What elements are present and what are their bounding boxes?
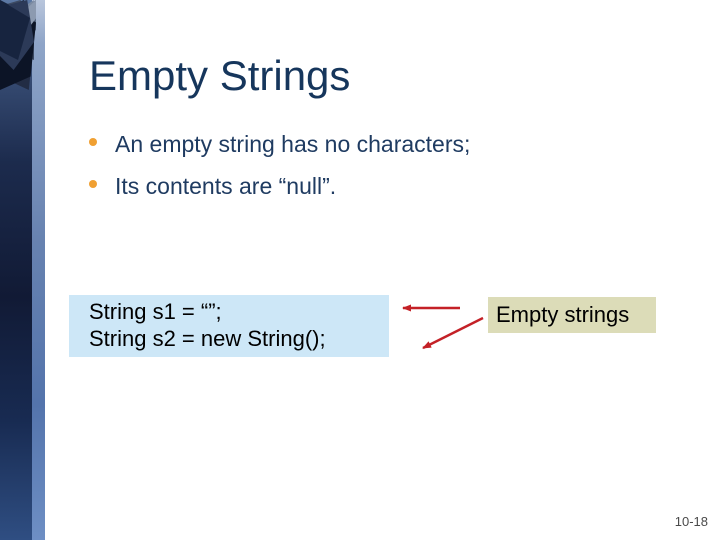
bullet-item: Its contents are “null”.: [89, 172, 336, 200]
bullet-dot-icon: [89, 180, 97, 188]
bullet-dot-icon: [89, 138, 97, 146]
slide-title: Empty Strings: [89, 52, 351, 99]
sidebar-artwork: [0, 0, 45, 540]
bullet-item: An empty string has no characters;: [89, 130, 470, 158]
red-arrow-down-left-icon: [422, 316, 484, 350]
page-number: 10-18: [674, 514, 708, 529]
sidebar-gradient-strip: [0, 0, 32, 540]
bullet-text: An empty string has no characters;: [115, 131, 471, 157]
callout-arrows: [402, 304, 484, 350]
bullet-text: Its contents are “null”.: [115, 173, 337, 199]
code-line: String s2 = new String();: [89, 326, 326, 351]
code-example-box: String s1 = “”; String s2 = new String()…: [69, 295, 389, 357]
sidebar-light-band: [32, 0, 45, 540]
code-line: String s1 = “”;: [89, 299, 222, 324]
callout-label-box: Empty strings: [488, 297, 656, 333]
